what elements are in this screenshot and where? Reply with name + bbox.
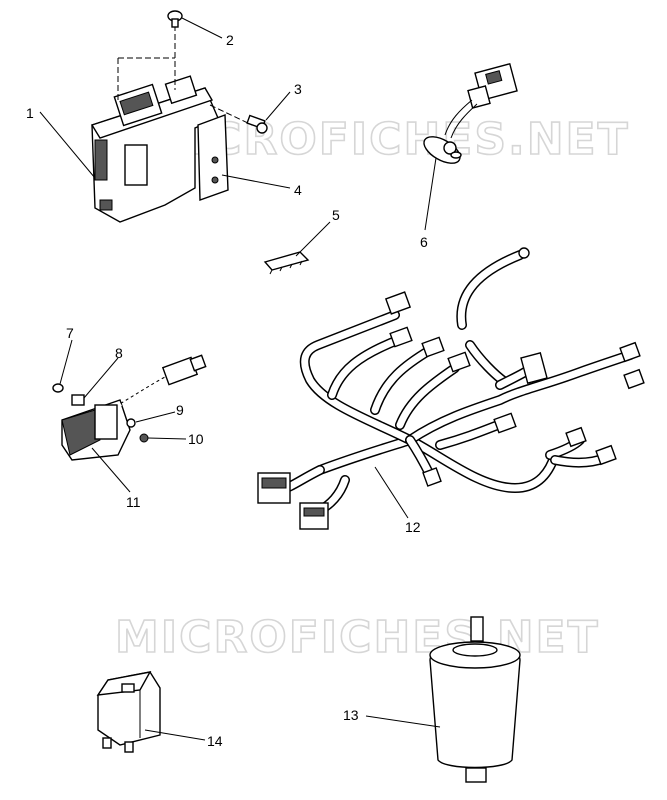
leader-13 xyxy=(365,715,441,728)
leader-11 xyxy=(91,447,131,493)
leader-7 xyxy=(59,339,73,385)
wiring-harness-part-12 xyxy=(257,247,645,530)
callout-2: 2 xyxy=(226,32,234,48)
leader-3 xyxy=(265,91,291,121)
leader-14 xyxy=(144,729,206,741)
ecu-module xyxy=(90,75,229,223)
leader-6 xyxy=(424,157,437,231)
screw-part-2 xyxy=(167,10,183,28)
callout-6: 6 xyxy=(420,234,428,250)
callout-7: 7 xyxy=(66,325,74,341)
callout-8: 8 xyxy=(115,345,123,361)
callout-12: 12 xyxy=(405,519,421,535)
callout-1: 1 xyxy=(26,105,34,121)
leader-2 xyxy=(181,17,223,39)
clip-part-8 xyxy=(71,394,85,406)
callout-9: 9 xyxy=(176,402,184,418)
washer-part-9 xyxy=(126,418,136,428)
fuel-filter-part-13 xyxy=(429,616,521,783)
bolt-part-3 xyxy=(246,114,268,134)
callout-13: 13 xyxy=(343,707,359,723)
callout-10: 10 xyxy=(188,431,204,447)
callout-5: 5 xyxy=(332,207,340,223)
callout-14: 14 xyxy=(207,733,223,749)
leader-12 xyxy=(374,466,409,519)
leader-4 xyxy=(221,174,291,189)
leader-9 xyxy=(135,411,176,423)
chip-part-5 xyxy=(263,251,310,275)
relay-part-14 xyxy=(96,671,161,753)
callout-4: 4 xyxy=(294,182,302,198)
nut-part-10 xyxy=(139,433,149,443)
leader-10 xyxy=(147,437,187,440)
leader-8 xyxy=(83,357,119,399)
sensor-assembly-part-11 xyxy=(61,354,207,461)
screw-part-7 xyxy=(52,383,64,393)
leader-5 xyxy=(295,221,331,257)
callout-11: 11 xyxy=(126,494,141,510)
leader-1 xyxy=(39,111,96,179)
callout-3: 3 xyxy=(294,81,302,97)
watermark-middle: MICROFICHES.NET xyxy=(115,612,600,663)
sensor-part-6 xyxy=(423,62,518,164)
